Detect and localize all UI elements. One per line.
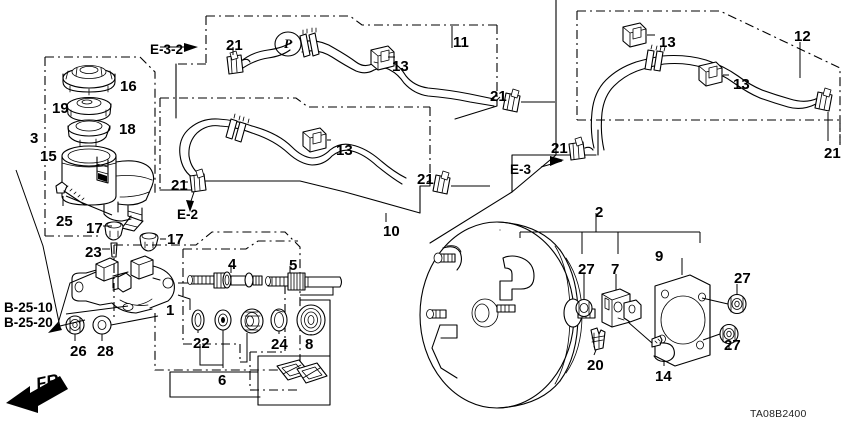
callout-26: 26	[70, 343, 87, 360]
gasket-pack	[276, 359, 328, 384]
callout-16: 16	[120, 78, 137, 95]
hose-band-10	[225, 113, 250, 143]
section-ref-e-3[interactable]: E-3	[510, 162, 532, 177]
callout-28: 28	[97, 343, 114, 360]
callout-14: 14	[655, 368, 672, 385]
part-27-nut-b	[701, 284, 747, 315]
part-16-reservoir-cap	[62, 65, 116, 96]
callout-21-f: 21	[824, 145, 841, 162]
clip-13-d	[698, 61, 729, 87]
callout-13-a: 13	[392, 58, 409, 75]
callout-5: 5	[289, 257, 298, 274]
vacuum-hose-10	[179, 113, 490, 212]
part-2-brake-booster	[419, 213, 597, 409]
vacuum-hose-12	[540, 22, 833, 168]
section-ref-e-2[interactable]: E-2	[177, 207, 199, 222]
clamp-21-b	[495, 88, 555, 113]
part-27-nut-a	[575, 274, 593, 318]
part-6b-cylinder-cup	[240, 308, 264, 363]
part-20-clip	[590, 327, 606, 356]
group-10-boundary	[159, 97, 431, 222]
section-ref-b-25-20[interactable]: B-25-20	[4, 315, 53, 330]
part-7-clevis	[601, 274, 642, 328]
section-ref-e-3-2[interactable]: E-3-2	[150, 42, 184, 57]
callout-27-b: 27	[734, 270, 751, 287]
part-5-secondary-piston	[265, 266, 343, 296]
callout-27-a: 27	[578, 261, 595, 278]
clip-13-c	[622, 22, 655, 48]
callout-11: 11	[453, 34, 469, 51]
part-28-washer	[92, 315, 159, 341]
callout-2: 2	[595, 204, 604, 221]
clamp-21-a	[226, 47, 251, 75]
callout-23: 23	[85, 244, 102, 261]
callout-25: 25	[56, 213, 73, 230]
callout-10: 10	[383, 223, 400, 240]
callout-17-a: 17	[86, 220, 103, 237]
callout-19: 19	[52, 100, 69, 117]
section-ref-b-25-10[interactable]: B-25-10	[4, 300, 53, 315]
group-2-bracket	[519, 222, 701, 254]
part-19-float-sensor	[66, 96, 112, 122]
part-6-seal-kit	[199, 309, 232, 368]
callout-12: 12	[794, 28, 811, 45]
callout-7: 7	[611, 261, 620, 278]
callout-21-b: 21	[490, 88, 507, 105]
callout-21-e: 21	[551, 140, 568, 157]
callout-1: 1	[166, 302, 175, 319]
part-4-primary-piston	[187, 265, 263, 289]
clamp-21-f	[814, 87, 833, 141]
b25-leader	[15, 169, 129, 333]
group-11-boundary	[175, 15, 498, 120]
vacuum-hose-11	[160, 27, 555, 113]
part-14-stud	[627, 321, 675, 366]
part-8-piston-seal	[296, 304, 326, 336]
part-27-nut-c	[702, 323, 739, 350]
callout-9: 9	[655, 248, 664, 265]
fr-direction-arrow	[6, 376, 68, 413]
callout-13-c: 13	[659, 34, 676, 51]
callout-24: 24	[271, 336, 288, 353]
hose-mark-p: P	[284, 36, 292, 51]
group-12-boundary	[576, 10, 841, 145]
part-17-grommets	[103, 221, 166, 252]
hose-band	[299, 27, 320, 58]
part-22-o-ring	[177, 294, 205, 333]
callout-20: 20	[587, 357, 604, 374]
part-26-nut	[65, 315, 85, 341]
callout-8: 8	[305, 336, 314, 353]
clamp-21-e	[561, 136, 594, 161]
callout-21-d: 21	[417, 171, 434, 188]
clip-13-b	[302, 127, 331, 153]
callout-21-c: 21	[171, 177, 188, 194]
group-3-boundary	[44, 56, 156, 237]
part-24-cup-seal	[270, 308, 288, 334]
group-2-boundary	[429, 0, 599, 244]
callout-13-b: 13	[336, 142, 353, 159]
callout-27-c: 27	[724, 337, 741, 354]
part-15-reservoir-tank	[61, 145, 155, 232]
part-9-gasket-plate	[654, 258, 711, 367]
callout-22: 22	[193, 335, 210, 352]
clamp-21-c	[182, 168, 207, 193]
part-1-master-cylinder-body	[71, 255, 196, 314]
callout-18: 18	[119, 121, 136, 138]
callout-4: 4	[228, 256, 237, 273]
callout-3: 3	[30, 130, 39, 147]
callout-13-d: 13	[733, 76, 750, 93]
hose-band-12	[644, 44, 666, 72]
diagram-part-number: TA08B2400	[750, 408, 807, 420]
clip-13-a	[370, 45, 395, 71]
callout-15: 15	[40, 148, 57, 165]
group-1-boundary	[113, 231, 331, 406]
callout-21-a: 21	[226, 37, 243, 54]
callout-17-b: 17	[167, 231, 184, 248]
part-25-bolt	[55, 181, 113, 216]
clamp-21-d	[426, 170, 490, 195]
callout-6: 6	[218, 372, 227, 389]
